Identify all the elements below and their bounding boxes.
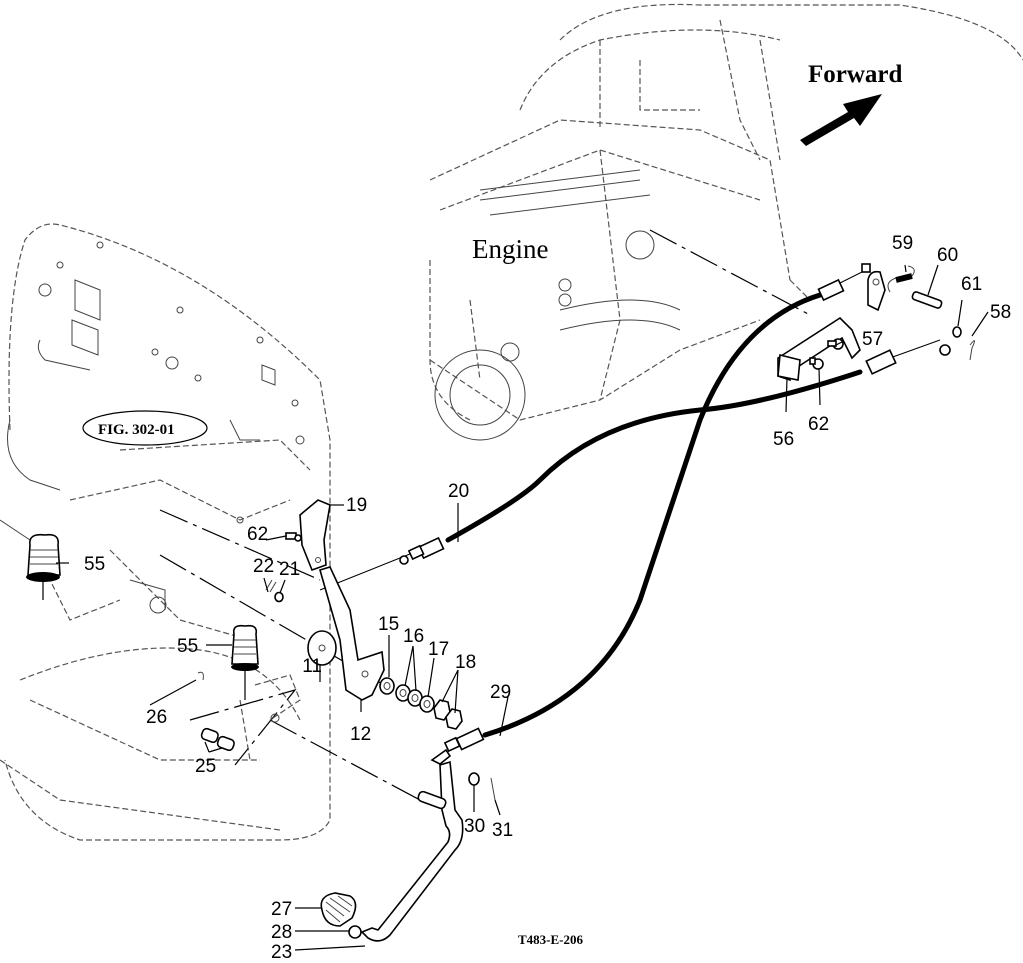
pin-60 [911, 291, 943, 309]
bolt-62-upper [809, 357, 824, 370]
nut-28 [348, 925, 362, 939]
callout-17[interactable]: 17 [428, 639, 449, 660]
bumper-55-right [231, 624, 259, 671]
disc-11 [307, 630, 337, 666]
callout-15[interactable]: 15 [378, 614, 399, 635]
figure-reference-label[interactable]: FIG. 302-01 [98, 422, 175, 438]
callout-12[interactable]: 12 [350, 724, 371, 745]
callout-28[interactable]: 28 [271, 922, 292, 943]
callout-58[interactable]: 58 [990, 302, 1011, 323]
callout-22[interactable]: 22 [253, 556, 274, 577]
bolt-62-lower [285, 532, 302, 542]
pedal-19 [299, 499, 331, 572]
cables [319, 271, 941, 738]
pedal-bracket [254, 674, 301, 723]
washer-16 [395, 684, 423, 707]
callout-19[interactable]: 19 [346, 495, 367, 516]
washer-21 [274, 591, 284, 603]
callout-16[interactable]: 16 [403, 626, 424, 647]
bumper-55-left [26, 533, 61, 582]
callout-56[interactable]: 56 [773, 429, 794, 450]
callout-57[interactable]: 57 [862, 329, 883, 350]
callout-55-left[interactable]: 55 [84, 554, 105, 575]
engine-label: Engine [472, 234, 548, 264]
callout-62-lower[interactable]: 62 [247, 524, 268, 545]
callout-26[interactable]: 26 [146, 707, 167, 728]
dash-panel-phantom [0, 223, 331, 841]
nut-18 [433, 699, 463, 730]
washer-30 [468, 772, 480, 786]
callout-25[interactable]: 25 [195, 756, 216, 777]
pedal-rod-23 [360, 760, 464, 942]
pedal-arm-12 [319, 566, 385, 701]
callouts: 11 12 15 16 17 18 19 20 21 22 23 25 26 2… [84, 233, 1011, 963]
cable-fittings [399, 263, 951, 765]
forward-arrow-icon [800, 94, 882, 146]
washer-17 [419, 695, 435, 713]
callout-23[interactable]: 23 [271, 942, 292, 963]
spring-59 [887, 265, 915, 293]
callout-18[interactable]: 18 [455, 652, 476, 673]
pin-31 [490, 777, 496, 801]
washer-15 [379, 677, 395, 695]
callout-21[interactable]: 21 [279, 559, 300, 580]
lever-plate [867, 270, 886, 312]
bracket-56 [777, 316, 861, 382]
callout-31[interactable]: 31 [492, 820, 513, 841]
forward-label: Forward [808, 61, 903, 88]
forward-indicator: Forward [800, 61, 903, 146]
callout-20[interactable]: 20 [448, 481, 469, 502]
figure-reference[interactable]: FIG. 302-01 [82, 410, 208, 446]
bolt-57 [827, 338, 844, 350]
callout-59[interactable]: 59 [892, 233, 913, 254]
callout-30[interactable]: 30 [464, 816, 485, 837]
callout-29[interactable]: 29 [490, 682, 511, 703]
callout-61[interactable]: 61 [961, 274, 982, 295]
leader-lines [42, 264, 989, 951]
callout-55-right[interactable]: 55 [177, 636, 198, 657]
callout-27[interactable]: 27 [271, 899, 292, 920]
cable-29 [482, 292, 823, 738]
assembly-center-lines [159, 229, 811, 801]
callout-62-upper[interactable]: 62 [808, 414, 829, 435]
clip-26 [197, 671, 204, 681]
clip-58 [969, 340, 976, 361]
callout-11[interactable]: 11 [302, 656, 322, 677]
engine-phantom [429, 3, 1023, 441]
callout-60[interactable]: 60 [937, 245, 958, 266]
collar-25 [200, 727, 235, 752]
cable-20 [445, 369, 863, 543]
pedal-pad-27 [320, 892, 357, 927]
washer-61 [952, 326, 962, 338]
drawing-code: T483-E-206 [518, 932, 584, 947]
